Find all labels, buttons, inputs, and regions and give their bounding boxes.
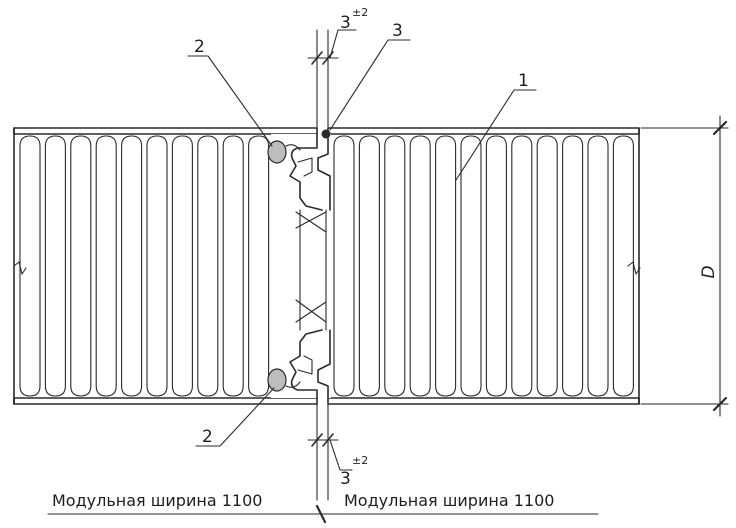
wool-lamella [409, 135, 431, 397]
right-mineral-wool-core [333, 135, 634, 397]
wool-lamella [612, 135, 634, 397]
thickness-tick-bottom [712, 396, 728, 412]
right-panel [327, 127, 641, 405]
callout-1: 1 [518, 71, 529, 91]
left-panel [13, 127, 318, 405]
left-panel-top-skin [13, 127, 318, 135]
wool-lamella [536, 135, 558, 397]
bottom-gap-leader [329, 439, 353, 471]
sealant-bead [321, 129, 331, 139]
tongue-and-groove-lock [267, 29, 331, 501]
wool-lamella [121, 135, 143, 397]
bottom-gap-tick-left [311, 433, 323, 447]
wool-lamella [70, 135, 92, 397]
callout-2-top: 2 [194, 37, 205, 57]
top-gap-leader [329, 29, 357, 59]
wool-lamella [197, 135, 219, 397]
leader-3 [329, 39, 411, 131]
right-panel-bottom-skin [327, 397, 640, 405]
wool-lamella [222, 135, 244, 397]
modular-width-right-label: Модульная ширина 1100 [344, 491, 554, 510]
wool-lamella [435, 135, 457, 397]
wool-lamella [511, 135, 533, 397]
right-panel-top-skin [327, 127, 640, 135]
wool-lamella [460, 135, 482, 397]
upper-seal-lip [285, 144, 301, 151]
core-joint-diagonal-2 [295, 211, 327, 229]
bottom-gap-tolerance: ±2 [352, 454, 368, 467]
lower-seal-lip [285, 381, 301, 388]
left-mineral-wool-core [19, 135, 270, 397]
wool-lamella [384, 135, 406, 397]
modular-width-left-label: Модульная ширина 1100 [52, 491, 262, 510]
leader-1 [455, 89, 537, 181]
callout-2-bottom: 2 [202, 427, 213, 447]
lower-lock-profile-left [289, 329, 323, 399]
right-break-mark [627, 261, 641, 275]
wool-lamella [171, 135, 193, 397]
wool-lamella [358, 135, 380, 397]
upper-lock-detail [297, 157, 313, 177]
leader-2-bottom [195, 387, 275, 447]
wool-lamella [95, 135, 117, 397]
upper-lock-profile-right [317, 133, 331, 211]
lower-lock-profile-right [317, 329, 331, 399]
callout-3: 3 [392, 21, 403, 41]
bottom-gap-value: 3 [340, 469, 351, 489]
left-panel-bottom-skin [13, 397, 318, 405]
lower-lock-detail [297, 355, 313, 375]
wool-lamella [146, 135, 168, 397]
top-gap-tick-left [311, 51, 323, 65]
leader-2-top [187, 55, 273, 147]
modular-width-dimension: Модульная ширина 1100 Модульная ширина 1… [47, 491, 599, 524]
top-gap-value: 3 [340, 13, 351, 33]
wool-lamella [333, 135, 355, 397]
wool-lamella [485, 135, 507, 397]
core-joint-diagonal-1 [295, 211, 327, 233]
wool-lamella [44, 135, 66, 397]
wool-lamella [587, 135, 609, 397]
upper-seal-gasket [267, 140, 287, 164]
gap-dimension-marks [307, 29, 357, 471]
wool-lamella [19, 135, 41, 397]
top-gap-tolerance: ±2 [352, 6, 368, 19]
lower-seal-gasket [267, 368, 287, 392]
wool-lamella [248, 135, 270, 397]
thickness-dimension: D [640, 115, 729, 417]
callout-leaders [187, 39, 537, 447]
bottom-gap-tick-right [322, 433, 334, 447]
thickness-tick-top [712, 120, 728, 136]
modular-width-tick [315, 504, 327, 524]
core-joint-diagonal-4 [295, 301, 327, 323]
wool-lamella [562, 135, 584, 397]
core-joint-diagonal-3 [295, 299, 327, 323]
thickness-label: D [699, 265, 719, 278]
